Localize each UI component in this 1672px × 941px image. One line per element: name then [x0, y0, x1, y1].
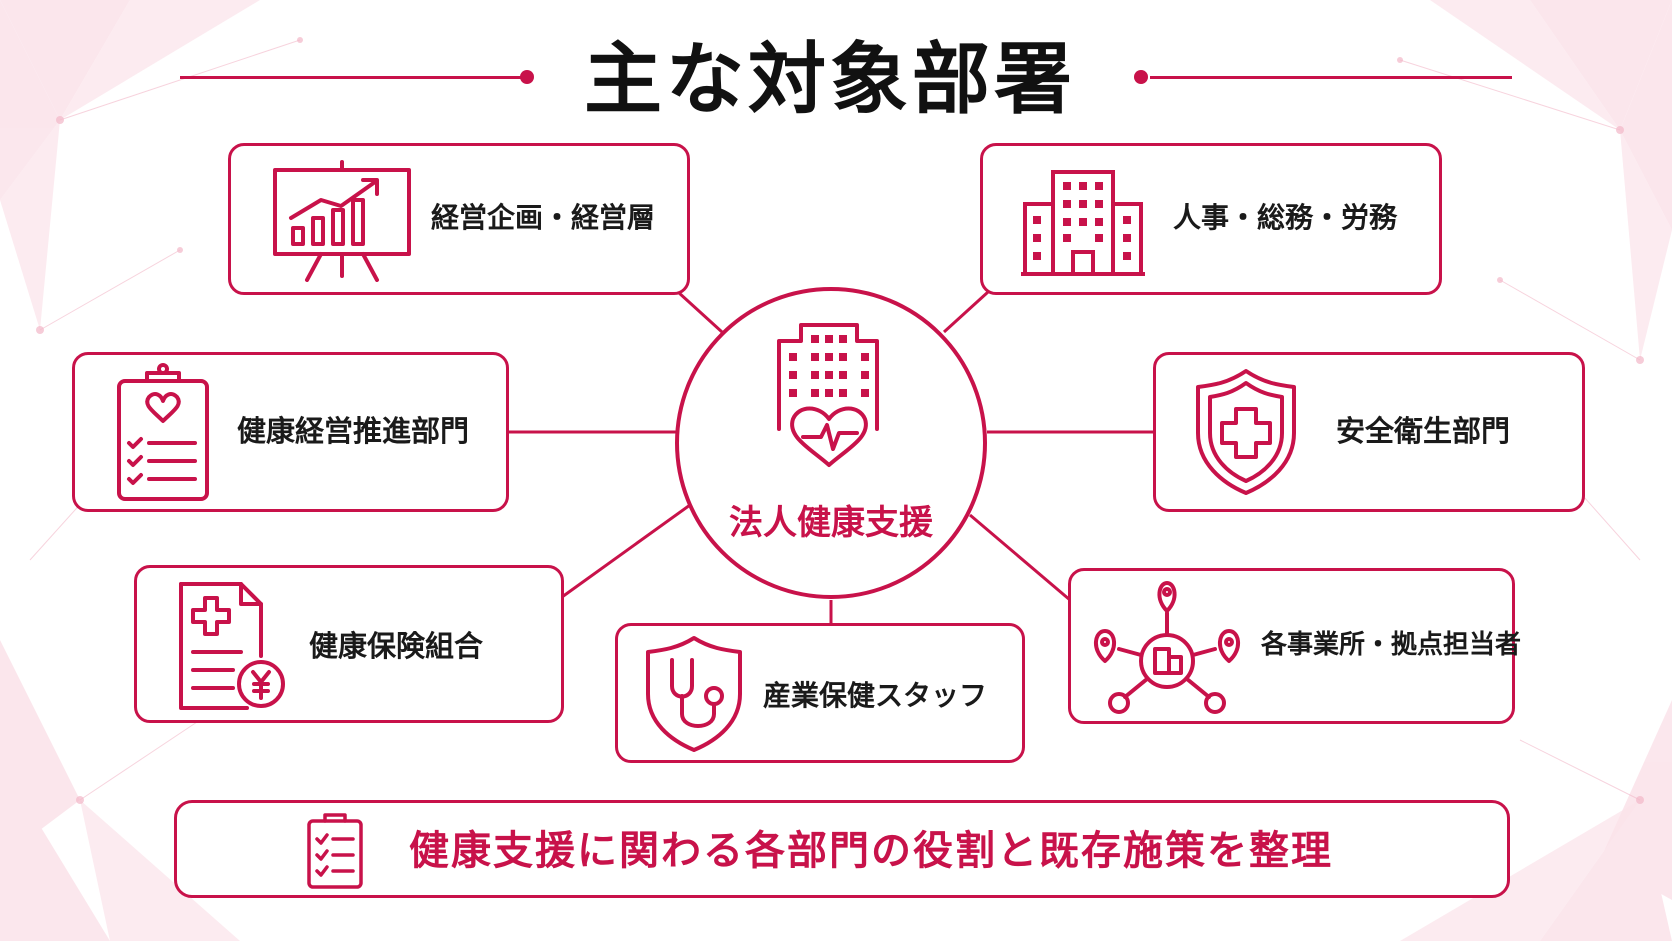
clipboard-heart-checklist-icon — [117, 363, 209, 501]
connector-hr — [942, 290, 990, 334]
dept-card-branch: 各事業所・拠点担当者 — [1068, 568, 1521, 724]
dept-label-insurance: 健康保険組合 — [309, 629, 484, 663]
office-building-icon — [1021, 170, 1145, 276]
page-title: 主な対象部署 — [583, 35, 1076, 125]
location-network-icon — [1094, 581, 1240, 714]
dept-card-hr: 人事・総務・労務 — [980, 143, 1442, 295]
title-row: 主な対象部署 — [0, 20, 1672, 130]
title-right-line — [1150, 76, 1512, 79]
dept-card-occupational: 産業保健スタッフ — [615, 623, 1025, 763]
title-right-dot — [1134, 70, 1148, 84]
dept-card-management: 経営企画・経営層 — [228, 143, 690, 295]
hospital-heart-icon — [777, 323, 879, 467]
dept-label-safety: 安全衛生部門 — [1336, 414, 1511, 448]
title-left-line — [180, 76, 522, 79]
medical-document-yen-icon — [179, 582, 285, 710]
dept-card-safety: 安全衛生部門 — [1153, 352, 1585, 512]
dept-label-health-promotion: 健康経営推進部門 — [237, 414, 470, 448]
hub-label: 法人健康支援 — [729, 503, 933, 543]
summary-banner: 健康支援に関わる各部門の役割と既存施策を整理 — [174, 800, 1510, 898]
presentation-chart-icon — [273, 160, 411, 282]
dept-card-insurance: 健康保険組合 — [134, 565, 564, 723]
connector-insurance — [561, 503, 691, 599]
dept-label-occupational: 産業保健スタッフ — [763, 679, 988, 712]
clipboard-checklist-icon — [307, 813, 363, 889]
hub-circle: 法人健康支援 — [675, 287, 987, 599]
connector-management — [676, 290, 724, 334]
summary-banner-text: 健康支援に関わる各部門の役割と既存施策を整理 — [409, 828, 1333, 874]
dept-card-health-promotion: 健康経営推進部門 — [72, 352, 509, 512]
shield-stethoscope-icon — [646, 636, 742, 752]
title-left-dot — [520, 70, 534, 84]
dept-label-management: 経営企画・経営層 — [431, 201, 656, 234]
connector-branch — [969, 513, 1071, 602]
shield-cross-icon — [1196, 369, 1296, 495]
dept-label-hr: 人事・総務・労務 — [1173, 201, 1398, 234]
dept-label-branch: 各事業所・拠点担当者 — [1261, 630, 1522, 660]
